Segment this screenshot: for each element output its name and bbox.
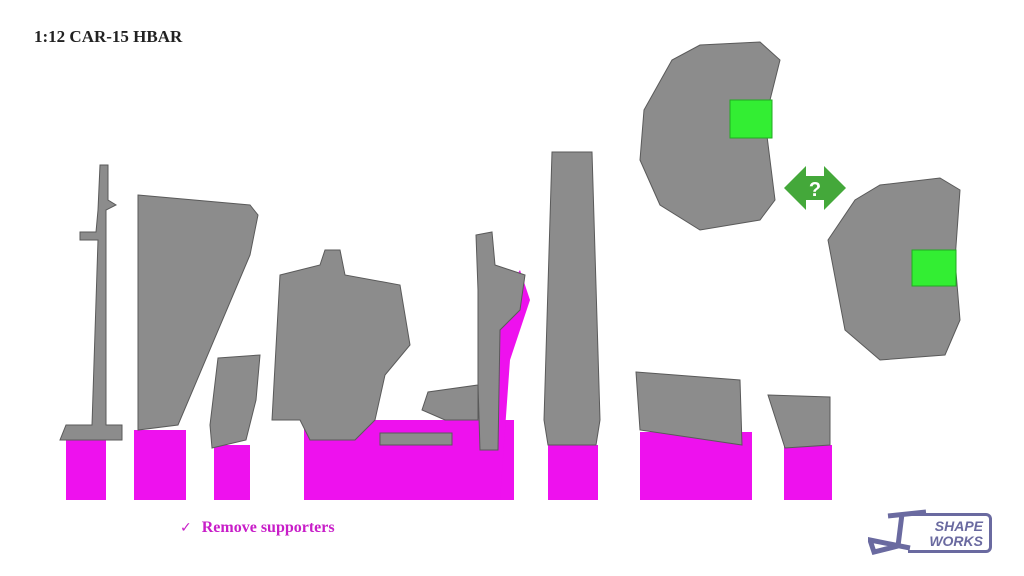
support-block [548,445,598,500]
slide-title: 1:12 CAR-15 HBAR [34,27,183,46]
upper-receiver-part [271,249,411,441]
receiver-variant-a [639,41,781,231]
handguard-part [543,151,601,446]
rifle-parts [59,41,961,451]
magazine-part [635,371,743,446]
instruction-text: Remove supporters [201,519,335,536]
logo-line-2: WORKS [929,533,983,549]
small-part [379,432,453,446]
double-arrow-icon: ? [784,166,846,210]
short-magazine-part [767,394,831,449]
highlight-part-b [911,249,957,287]
charging-handle-part [59,164,123,441]
barrel-part [421,231,526,451]
instruction-note: ✓ Remove supporters [180,519,335,537]
support-block [214,445,250,500]
shape-works-logo: SHAPE WORKS [868,508,998,558]
support-block [66,440,106,500]
support-block [134,430,186,500]
logo-monogram-icon [868,509,927,555]
buttstock-part [137,194,259,431]
logo-line-1: SHAPE [934,518,983,534]
highlight-part-a [729,99,773,139]
question-mark: ? [809,179,821,201]
check-icon: ✓ [180,520,192,536]
support-block [784,445,832,500]
pistol-grip-part [209,354,261,449]
